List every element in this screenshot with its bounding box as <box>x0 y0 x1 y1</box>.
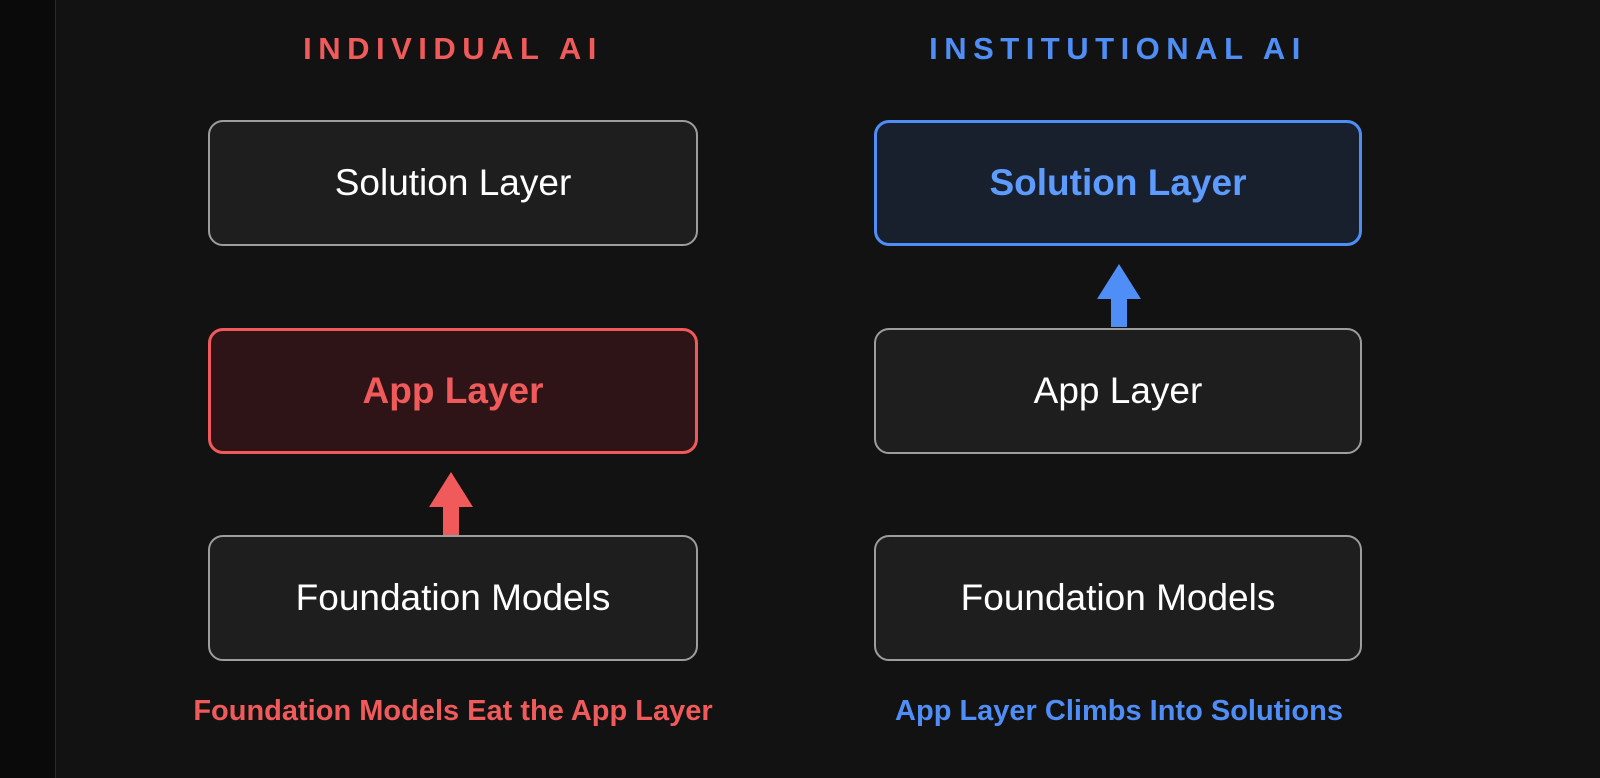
right-foundation-models-box[interactable]: Foundation Models <box>874 535 1362 661</box>
right-column-caption: App Layer Climbs Into Solutions <box>895 695 1343 727</box>
column-heading-institutional-ai: INSTITUTIONAL AI <box>929 31 1307 66</box>
right-foundation-models-label: Foundation Models <box>960 577 1276 618</box>
right-app-layer-label: App Layer <box>1033 370 1203 411</box>
column-individual-ai: INDIVIDUAL AI Solution Layer App Layer F… <box>193 0 712 778</box>
left-app-layer-box-highlighted[interactable]: App Layer <box>208 328 698 454</box>
left-foundation-models-box[interactable]: Foundation Models <box>208 535 698 661</box>
column-heading-individual-ai: INDIVIDUAL AI <box>303 31 603 66</box>
left-app-layer-label: App Layer <box>362 370 544 411</box>
right-app-layer-box[interactable]: App Layer <box>874 328 1362 454</box>
left-foundation-models-label: Foundation Models <box>295 577 611 618</box>
up-arrow-app-to-solution-icon <box>1096 263 1142 327</box>
column-institutional-ai: INSTITUTIONAL AI Solution Layer App Laye… <box>874 0 1362 778</box>
up-arrow-foundation-to-app-icon <box>428 471 474 535</box>
left-rail-divider <box>55 0 56 778</box>
right-solution-layer-box-highlighted[interactable]: Solution Layer <box>874 120 1362 246</box>
left-solution-layer-label: Solution Layer <box>334 162 572 203</box>
left-solution-layer-box[interactable]: Solution Layer <box>208 120 698 246</box>
left-column-caption: Foundation Models Eat the App Layer <box>193 695 713 727</box>
right-solution-layer-label: Solution Layer <box>989 162 1247 203</box>
